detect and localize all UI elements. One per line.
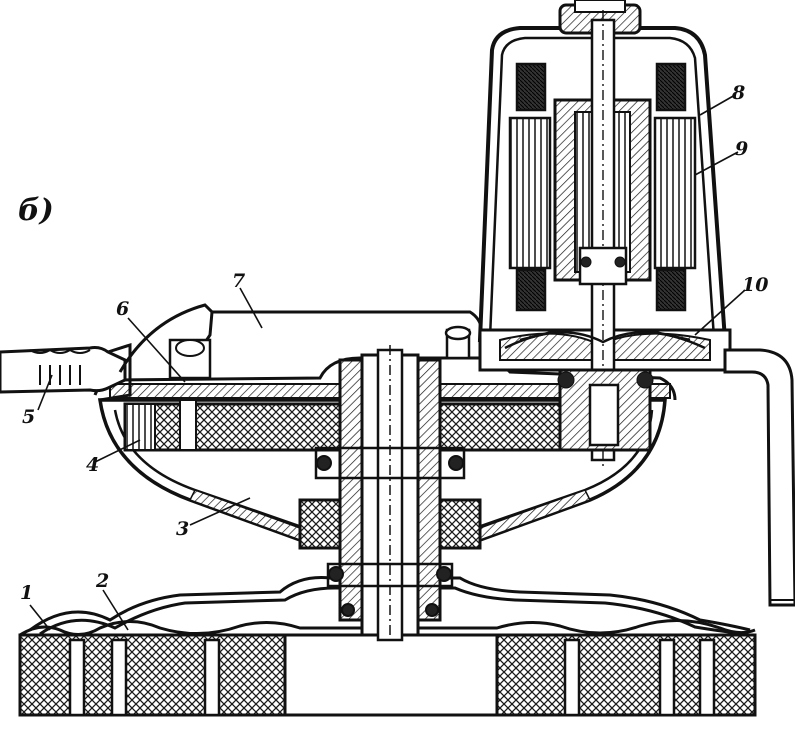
power-cable <box>723 348 795 607</box>
label-8: 8 <box>732 82 746 104</box>
stator-winding <box>508 62 697 312</box>
leader-lines <box>29 94 746 631</box>
cooling-fan <box>504 328 706 350</box>
label-4: 4 <box>86 454 100 476</box>
motor-pinion <box>557 368 654 452</box>
label-6: 6 <box>116 298 130 320</box>
label-3: 3 <box>176 518 190 540</box>
label-7: 7 <box>232 270 246 292</box>
central-spindle <box>298 345 482 645</box>
label-1: 1 <box>20 582 34 604</box>
label-10: 10 <box>742 274 769 296</box>
panel-letter: б) <box>18 193 54 228</box>
label-5: 5 <box>22 406 36 428</box>
label-2: 2 <box>96 570 110 592</box>
rotor <box>553 10 652 470</box>
handle-grip <box>0 342 132 402</box>
label-9: 9 <box>735 138 749 160</box>
cover-bolt <box>444 325 472 360</box>
